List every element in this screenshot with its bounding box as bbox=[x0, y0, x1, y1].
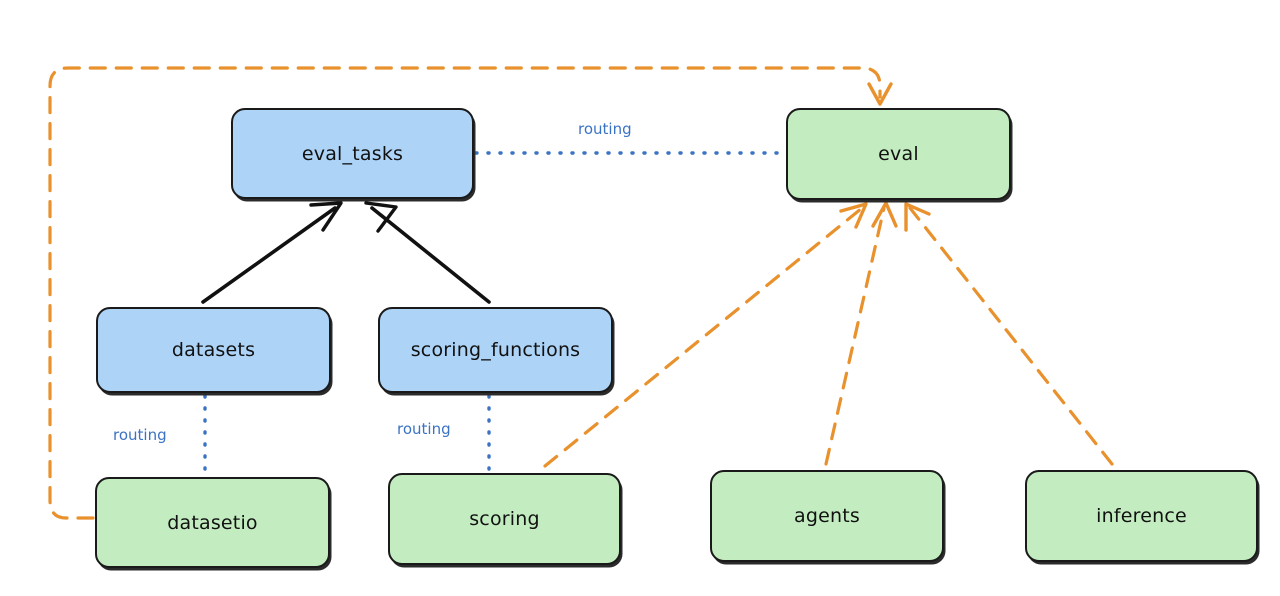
node-agents[interactable]: agents bbox=[710, 470, 944, 562]
edge-label-routing-datasets-datasetio: routing bbox=[113, 426, 167, 444]
edge-datasetio-eval-arrowhead bbox=[867, 82, 893, 106]
edge-datasetio-eval bbox=[48, 66, 882, 520]
edge-scoring-eval-arrowhead bbox=[839, 202, 868, 229]
node-eval-tasks-label: eval_tasks bbox=[301, 142, 404, 165]
node-datasetio-label: datasetio bbox=[167, 511, 258, 534]
edge-scoring_functions-eval_tasks-arrowhead bbox=[364, 201, 398, 233]
node-inference[interactable]: inference bbox=[1025, 470, 1258, 562]
node-scoring-functions[interactable]: scoring_functions bbox=[378, 307, 613, 393]
edge-inference-eval-arrowhead bbox=[904, 202, 931, 232]
edge-datasets-eval_tasks-arrowhead bbox=[309, 201, 343, 232]
node-scoring[interactable]: scoring bbox=[388, 473, 621, 565]
node-eval[interactable]: eval bbox=[786, 108, 1011, 200]
node-datasets-label: datasets bbox=[171, 339, 256, 361]
edge-scoring-eval bbox=[543, 206, 864, 468]
node-inference-label: inference bbox=[1096, 505, 1187, 527]
node-scoring-functions-label: scoring_functions bbox=[410, 339, 581, 361]
edge-label-routing-eval-tasks-eval: routing bbox=[578, 120, 632, 138]
node-scoring-label: scoring bbox=[469, 508, 540, 530]
edge-scoring_functions-eval_tasks bbox=[370, 206, 491, 304]
node-eval-label: eval bbox=[878, 143, 919, 165]
edge-datasets-eval_tasks bbox=[201, 206, 337, 304]
edge-agents-eval bbox=[824, 206, 886, 466]
edge-agents-eval-arrowhead bbox=[871, 201, 898, 228]
node-agents-label: agents bbox=[794, 505, 860, 527]
node-datasetio[interactable]: datasetio bbox=[95, 477, 330, 568]
edge-inference-eval bbox=[908, 206, 1114, 466]
node-datasets[interactable]: datasets bbox=[96, 307, 331, 393]
edge-label-routing-scoring-functions-scoring: routing bbox=[397, 420, 451, 438]
node-eval-tasks[interactable]: eval_tasks bbox=[231, 108, 474, 199]
